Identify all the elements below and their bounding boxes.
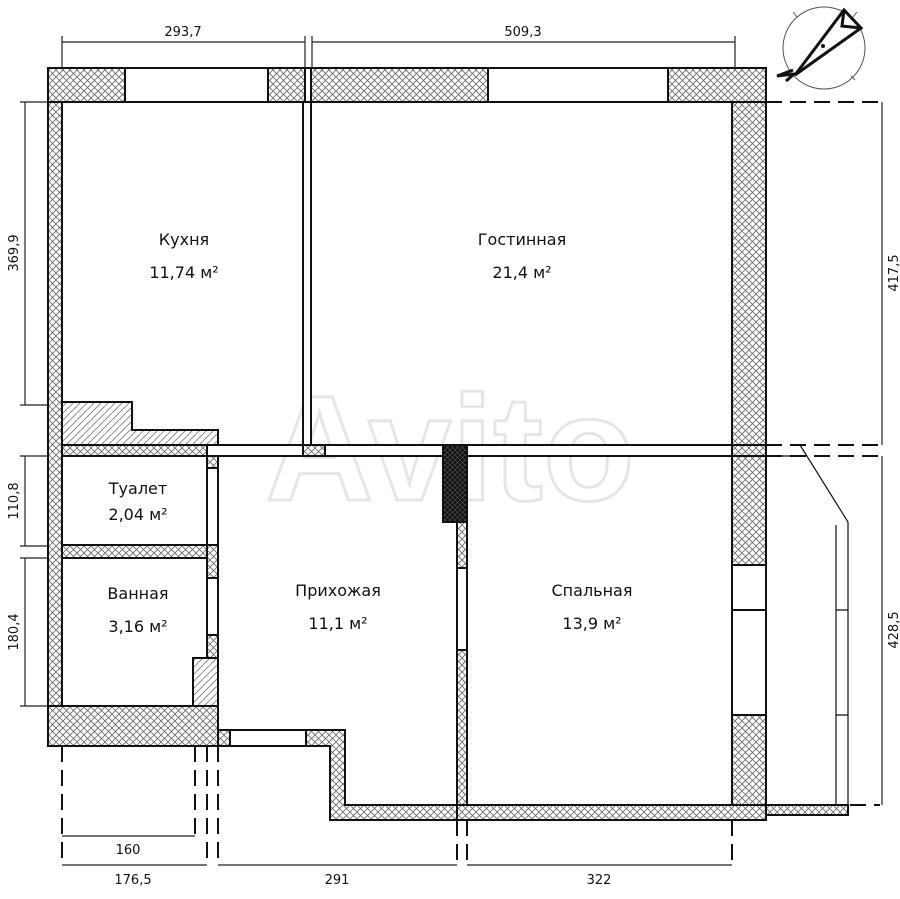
- room-area: 3,16 м²: [108, 617, 167, 636]
- dim-top-right: 509,3: [504, 25, 541, 40]
- room-name: Спальная: [552, 581, 633, 600]
- room-living: Гостинная 21,4 м²: [478, 230, 566, 282]
- room-bathroom: Ванная 3,16 м²: [107, 584, 168, 636]
- room-kitchen: Кухня 11,74 м²: [149, 230, 218, 282]
- dim-left-kitchen: 369,9: [7, 234, 22, 271]
- dim-bottom-322: 322: [587, 873, 612, 888]
- dimension-lines: [20, 36, 883, 866]
- room-area: 11,1 м²: [308, 614, 367, 633]
- dim-bottom-160: 160: [116, 843, 141, 858]
- room-toilet: Туалет 2,04 м²: [108, 479, 168, 524]
- room-bedroom: Спальная 13,9 м²: [552, 581, 633, 633]
- dim-top-left: 293,7: [164, 25, 201, 40]
- dim-left-toilet: 110,8: [7, 482, 22, 519]
- room-name: Ванная: [107, 584, 168, 603]
- room-area: 11,74 м²: [149, 263, 218, 282]
- extension-lines: [61, 101, 880, 865]
- dim-bottom-291: 291: [325, 873, 350, 888]
- room-area: 2,04 м²: [108, 505, 167, 524]
- room-name: Кухня: [159, 230, 209, 249]
- compass-icon: [776, 6, 866, 90]
- room-name: Прихожая: [295, 581, 381, 600]
- room-name: Гостинная: [478, 230, 566, 249]
- dim-bottom-176: 176,5: [114, 873, 151, 888]
- room-name: Туалет: [108, 479, 167, 498]
- dim-right-bottom: 428,5: [887, 611, 900, 648]
- room-area: 13,9 м²: [562, 614, 621, 633]
- dim-left-bath: 180,4: [7, 613, 22, 650]
- walls: [47, 67, 849, 821]
- dim-right-top: 417,5: [887, 254, 900, 291]
- room-area: 21,4 м²: [492, 263, 551, 282]
- room-hallway: Прихожая 11,1 м²: [295, 581, 381, 633]
